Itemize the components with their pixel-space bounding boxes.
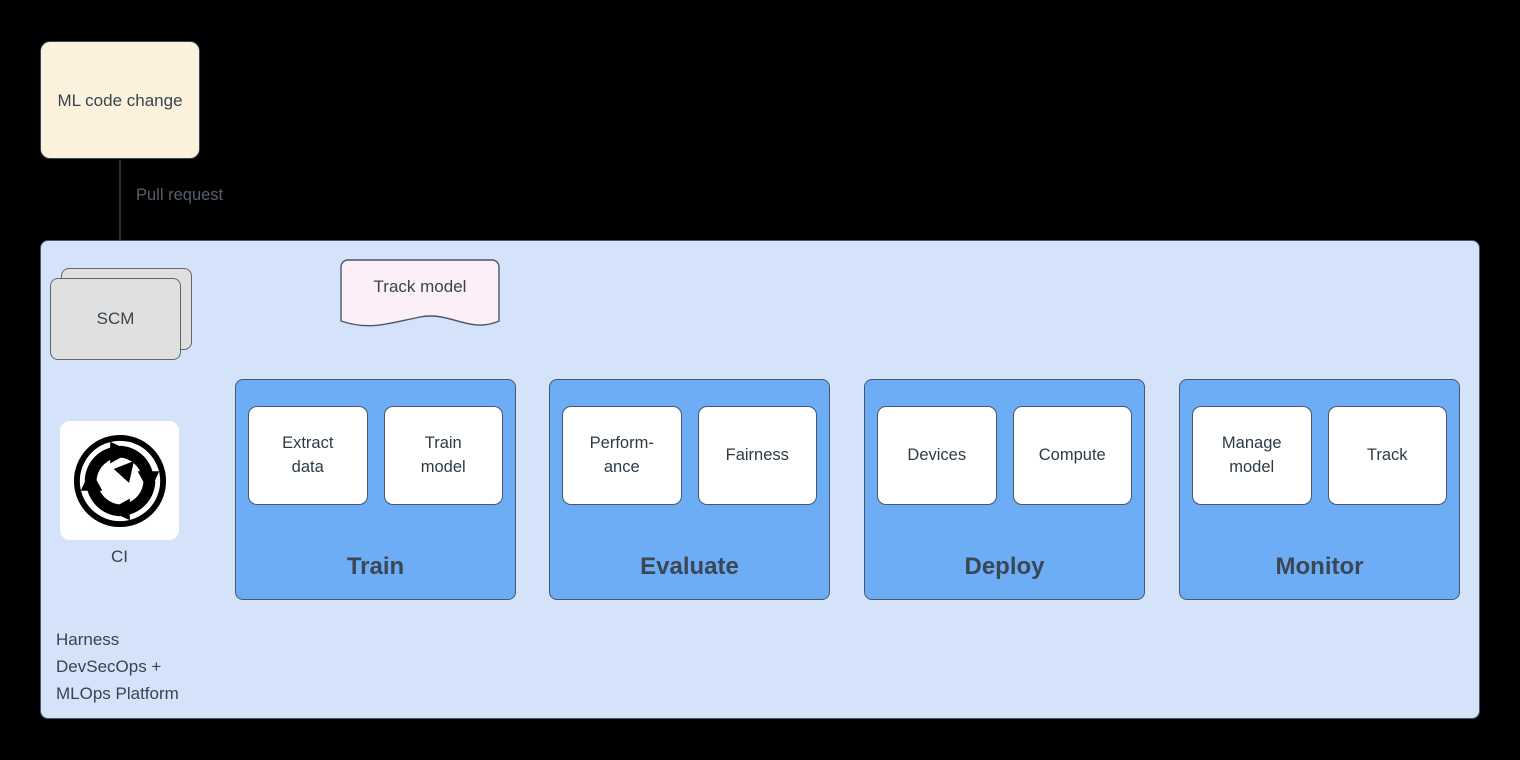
stage-monitor[interactable]: Manage model Track Monitor <box>1179 379 1460 600</box>
stage-deploy-cards: Devices Compute <box>865 380 1144 530</box>
stage-train-card-train-model-label: Train model <box>420 434 466 476</box>
stage-monitor-card-manage-model[interactable]: Manage model <box>1192 405 1312 505</box>
stage-evaluate-card-fairness[interactable]: Fairness <box>697 405 817 505</box>
stage-monitor-cards: Manage model Track <box>1180 380 1459 530</box>
platform-caption: Harness DevSecOps + MLOps Platform <box>56 630 179 703</box>
track-model-artifact[interactable]: Track model <box>340 259 500 335</box>
ci-cycle-arrows-icon <box>73 434 166 527</box>
track-model-label: Track model <box>373 277 467 296</box>
stage-deploy-card-devices[interactable]: Devices <box>877 405 997 505</box>
scm-node[interactable]: SCM <box>50 268 192 360</box>
stage-evaluate-card-performance[interactable]: Perform- ance <box>562 405 682 505</box>
stage-deploy[interactable]: Devices Compute Deploy <box>864 379 1145 600</box>
stage-monitor-title: Monitor <box>1275 553 1364 580</box>
scm-label: SCM <box>96 309 135 328</box>
stage-deploy-card-compute[interactable]: Compute <box>1012 405 1132 505</box>
stage-train-card-extract-data-label: Extract data <box>282 434 334 476</box>
stage-train-card-train-model[interactable]: Train model <box>383 405 503 505</box>
ci-label: CI <box>111 547 128 566</box>
pull-request-edge-label: Pull request <box>136 186 224 204</box>
stage-evaluate-cards: Perform- ance Fairness <box>550 380 829 530</box>
ml-code-change-node[interactable]: ML code change <box>40 41 200 159</box>
stage-monitor-card-manage-model-label: Manage model <box>1221 434 1282 476</box>
stage-train-card-extract-data[interactable]: Extract data <box>248 405 368 505</box>
stage-train[interactable]: Extract data Train model Train <box>235 379 516 600</box>
track-model-document-shape <box>340 259 500 327</box>
stage-evaluate[interactable]: Perform- ance Fairness Evaluate <box>549 379 830 600</box>
stage-monitor-card-track[interactable]: Track <box>1327 405 1447 505</box>
stage-evaluate-title: Evaluate <box>640 553 739 580</box>
scm-stack-front-card: SCM <box>50 278 181 360</box>
stage-deploy-card-compute-label: Compute <box>1038 446 1106 464</box>
stage-deploy-card-devices-label: Devices <box>907 446 967 464</box>
stage-train-title: Train <box>346 553 405 580</box>
stage-deploy-title: Deploy <box>964 553 1045 580</box>
stage-monitor-card-track-label: Track <box>1366 446 1408 464</box>
ci-node[interactable] <box>60 421 179 540</box>
ml-code-change-label: ML code change <box>57 90 183 110</box>
stage-evaluate-card-performance-label: Perform- ance <box>589 434 654 476</box>
stage-train-cards: Extract data Train model <box>236 380 515 530</box>
stage-evaluate-card-fairness-label: Fairness <box>725 446 789 464</box>
